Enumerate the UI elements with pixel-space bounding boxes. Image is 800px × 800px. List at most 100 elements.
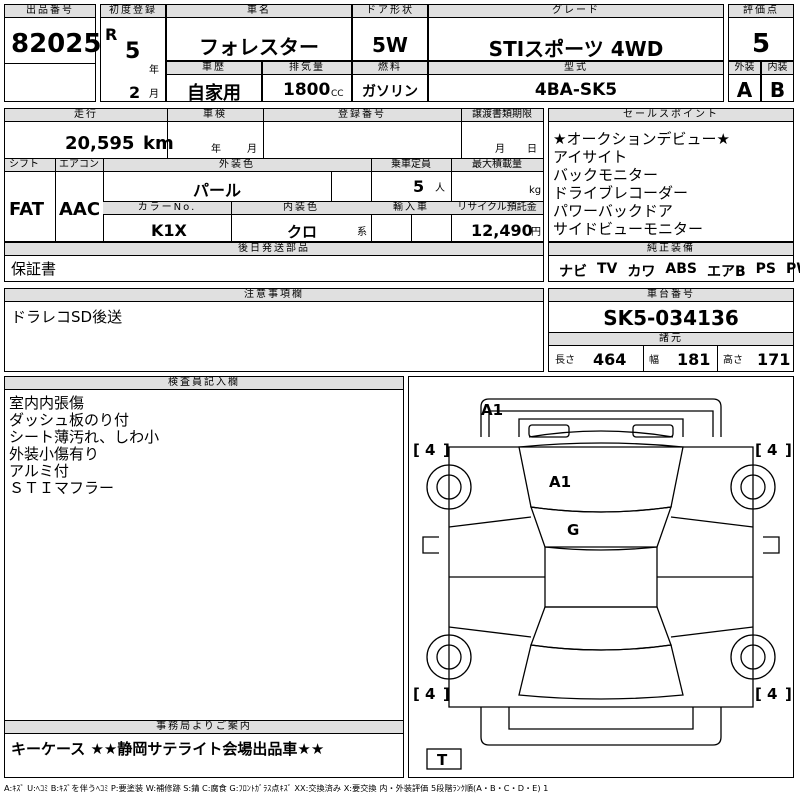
capacity-unit: 人 xyxy=(435,183,445,194)
shift-label: シフト xyxy=(5,159,55,172)
equipment-item: ナビ xyxy=(559,264,587,280)
width-value: 181 xyxy=(677,350,711,369)
office-box: 事務局よりご案内 キーケース ★★静岡サテライト会場出品車★★ xyxy=(4,720,404,778)
interior-color-label: 内装色 xyxy=(231,202,371,215)
model-value: 4BA-SK5 xyxy=(534,80,618,100)
interior-grade: B xyxy=(769,78,786,102)
recycle-value: 12,490 xyxy=(471,221,533,240)
height-label: 高さ xyxy=(723,355,743,366)
history-box: 車歴 自家用 xyxy=(166,61,262,104)
spare-value: T xyxy=(437,751,448,769)
chassis-box: 車台番号 SK5-034136 諸元 長さ 464 幅 181 高さ 171 xyxy=(548,288,794,372)
first-reg-month: 2 xyxy=(129,83,141,102)
equipment-item: カワ xyxy=(627,264,656,280)
tire-rl-value: 4 xyxy=(425,685,435,703)
svg-text:[: [ xyxy=(413,441,420,459)
interior-grade-box: 内装 B xyxy=(761,61,794,102)
sales-points-label: セールスポイント xyxy=(549,109,793,122)
mileage-unit: km xyxy=(143,133,174,154)
svg-text:[: [ xyxy=(755,685,762,703)
transfer-month-unit: 月 xyxy=(495,144,505,155)
sales-point-item: パワーバックドア xyxy=(553,202,673,220)
first-reg-label: 初度登録 xyxy=(101,5,165,18)
chassis-label: 車台番号 xyxy=(549,289,793,302)
legend-text: A:ｷｽﾞ U:ﾍｺﾐ B:ｷｽﾞを伴うﾍｺﾐ P:要塗装 W:補修跡 S:錆 … xyxy=(4,783,549,793)
mark-front-bumper: A1 xyxy=(481,401,503,419)
tire-fl-value: 4 xyxy=(425,441,435,459)
score-box: 評価点 5 xyxy=(728,4,794,61)
model-label: 型式 xyxy=(429,62,723,75)
grade-label: グレード xyxy=(429,5,723,18)
equipment-item: PW xyxy=(786,261,800,277)
equipment-item: ABS xyxy=(665,261,697,277)
color-label: 外装色 xyxy=(103,159,371,172)
name-box: 車名 フォレスター xyxy=(166,4,352,61)
lot-label: 出品番号 xyxy=(5,5,95,18)
displacement-label: 排気量 xyxy=(263,62,351,75)
car-name: フォレスター xyxy=(199,35,319,59)
capacity-label: 乗車定員 xyxy=(371,159,451,172)
fuel-label: 燃料 xyxy=(353,62,427,75)
cautions-text: ドラレコSD後送 xyxy=(11,308,123,326)
equipment-box: 純正装備 ナビ TV カワ ABS エアB PS PW xyxy=(548,242,800,282)
mark-windshield: G xyxy=(567,521,579,539)
length-label: 長さ xyxy=(555,355,575,366)
first-reg-year: 5 xyxy=(125,39,141,64)
fuel-box: 燃料 ガソリン xyxy=(352,61,428,102)
lot-number: 82025 xyxy=(11,29,102,59)
equipment-item: エアB xyxy=(706,264,746,280)
inspector-note: 外装小傷有り xyxy=(9,445,100,463)
color-value: パール xyxy=(193,181,242,200)
ac-label: エアコン xyxy=(55,159,103,172)
later-parts-box: 後日発送部品 保証書 xyxy=(4,242,544,282)
sales-point-item: サイドビューモニター xyxy=(553,220,704,238)
inspection-year-unit: 年 xyxy=(211,144,221,155)
interior-color-unit: 系 xyxy=(357,227,367,238)
mileage-value: 20,595 xyxy=(65,133,135,154)
office-text: キーケース ★★静岡サテライト会場出品車★★ xyxy=(11,740,325,758)
cautions-box: 注意事項欄 ドラレコSD後送 xyxy=(4,288,544,372)
equipment-label: 純正装備 xyxy=(549,243,793,256)
tire-rr-value: 4 xyxy=(767,685,777,703)
mark-hood: A1 xyxy=(549,473,571,491)
length-value: 464 xyxy=(593,350,627,369)
later-parts-text: 保証書 xyxy=(11,260,57,278)
door-label: ドア形状 xyxy=(353,5,427,18)
exterior-grade-box: 外装 A xyxy=(728,61,761,102)
name-label: 車名 xyxy=(167,5,351,18)
inspector-box: 検査員記入欄 室内内張傷 ダッシュ板のり付 シート薄汚れ、しわ小 外装小傷有り … xyxy=(4,376,404,736)
equipment-item: PS xyxy=(755,261,776,277)
inspector-note: 室内内張傷 xyxy=(9,394,85,412)
cautions-label: 注意事項欄 xyxy=(5,289,543,302)
displacement-unit: CC xyxy=(331,89,344,99)
svg-text:[: [ xyxy=(755,441,762,459)
score-label: 評価点 xyxy=(729,5,793,18)
recycle-label: リサイクル預託金 xyxy=(451,202,543,215)
inspector-note: ダッシュ板のり付 xyxy=(9,411,130,429)
import-label: 輸入車 xyxy=(371,202,451,215)
equipment-item: TV xyxy=(597,261,618,277)
displacement-box: 排気量 1800 CC xyxy=(262,61,352,102)
sales-point-item: ドライブレコーダー xyxy=(553,184,689,202)
grade-value: STIスポーツ 4WD xyxy=(488,37,664,61)
first-reg-box: 初度登録 R 5 年 2 月 xyxy=(100,4,166,102)
door-box: ドア形状 5W xyxy=(352,4,428,61)
mileage-label: 走行 xyxy=(5,109,167,122)
exterior-label: 外装 xyxy=(729,62,760,75)
office-label: 事務局よりご案内 xyxy=(5,721,403,734)
max-load-unit: kg xyxy=(529,185,542,196)
svg-text:]: ] xyxy=(443,441,450,459)
car-diagram-box: [ 4 ] [ 4 ] [ 4 ] [ 4 ] T A1 A1 G xyxy=(408,376,794,778)
displacement-value: 1800 xyxy=(283,80,331,100)
lot-box: 出品番号 82025 xyxy=(4,4,101,102)
inspector-note: シート薄汚れ、しわ小 xyxy=(9,428,160,446)
sales-point-item: ★オークションデビュー★ xyxy=(553,130,730,148)
registration-label: 登録番号 xyxy=(263,109,461,122)
interior-label: 内装 xyxy=(762,62,793,75)
chassis-number: SK5-034136 xyxy=(603,306,739,330)
exterior-grade: A xyxy=(736,78,753,102)
height-value: 171 xyxy=(757,350,791,369)
capacity-value: 5 xyxy=(413,177,425,196)
score-value: 5 xyxy=(751,29,771,59)
era: R xyxy=(105,25,118,44)
